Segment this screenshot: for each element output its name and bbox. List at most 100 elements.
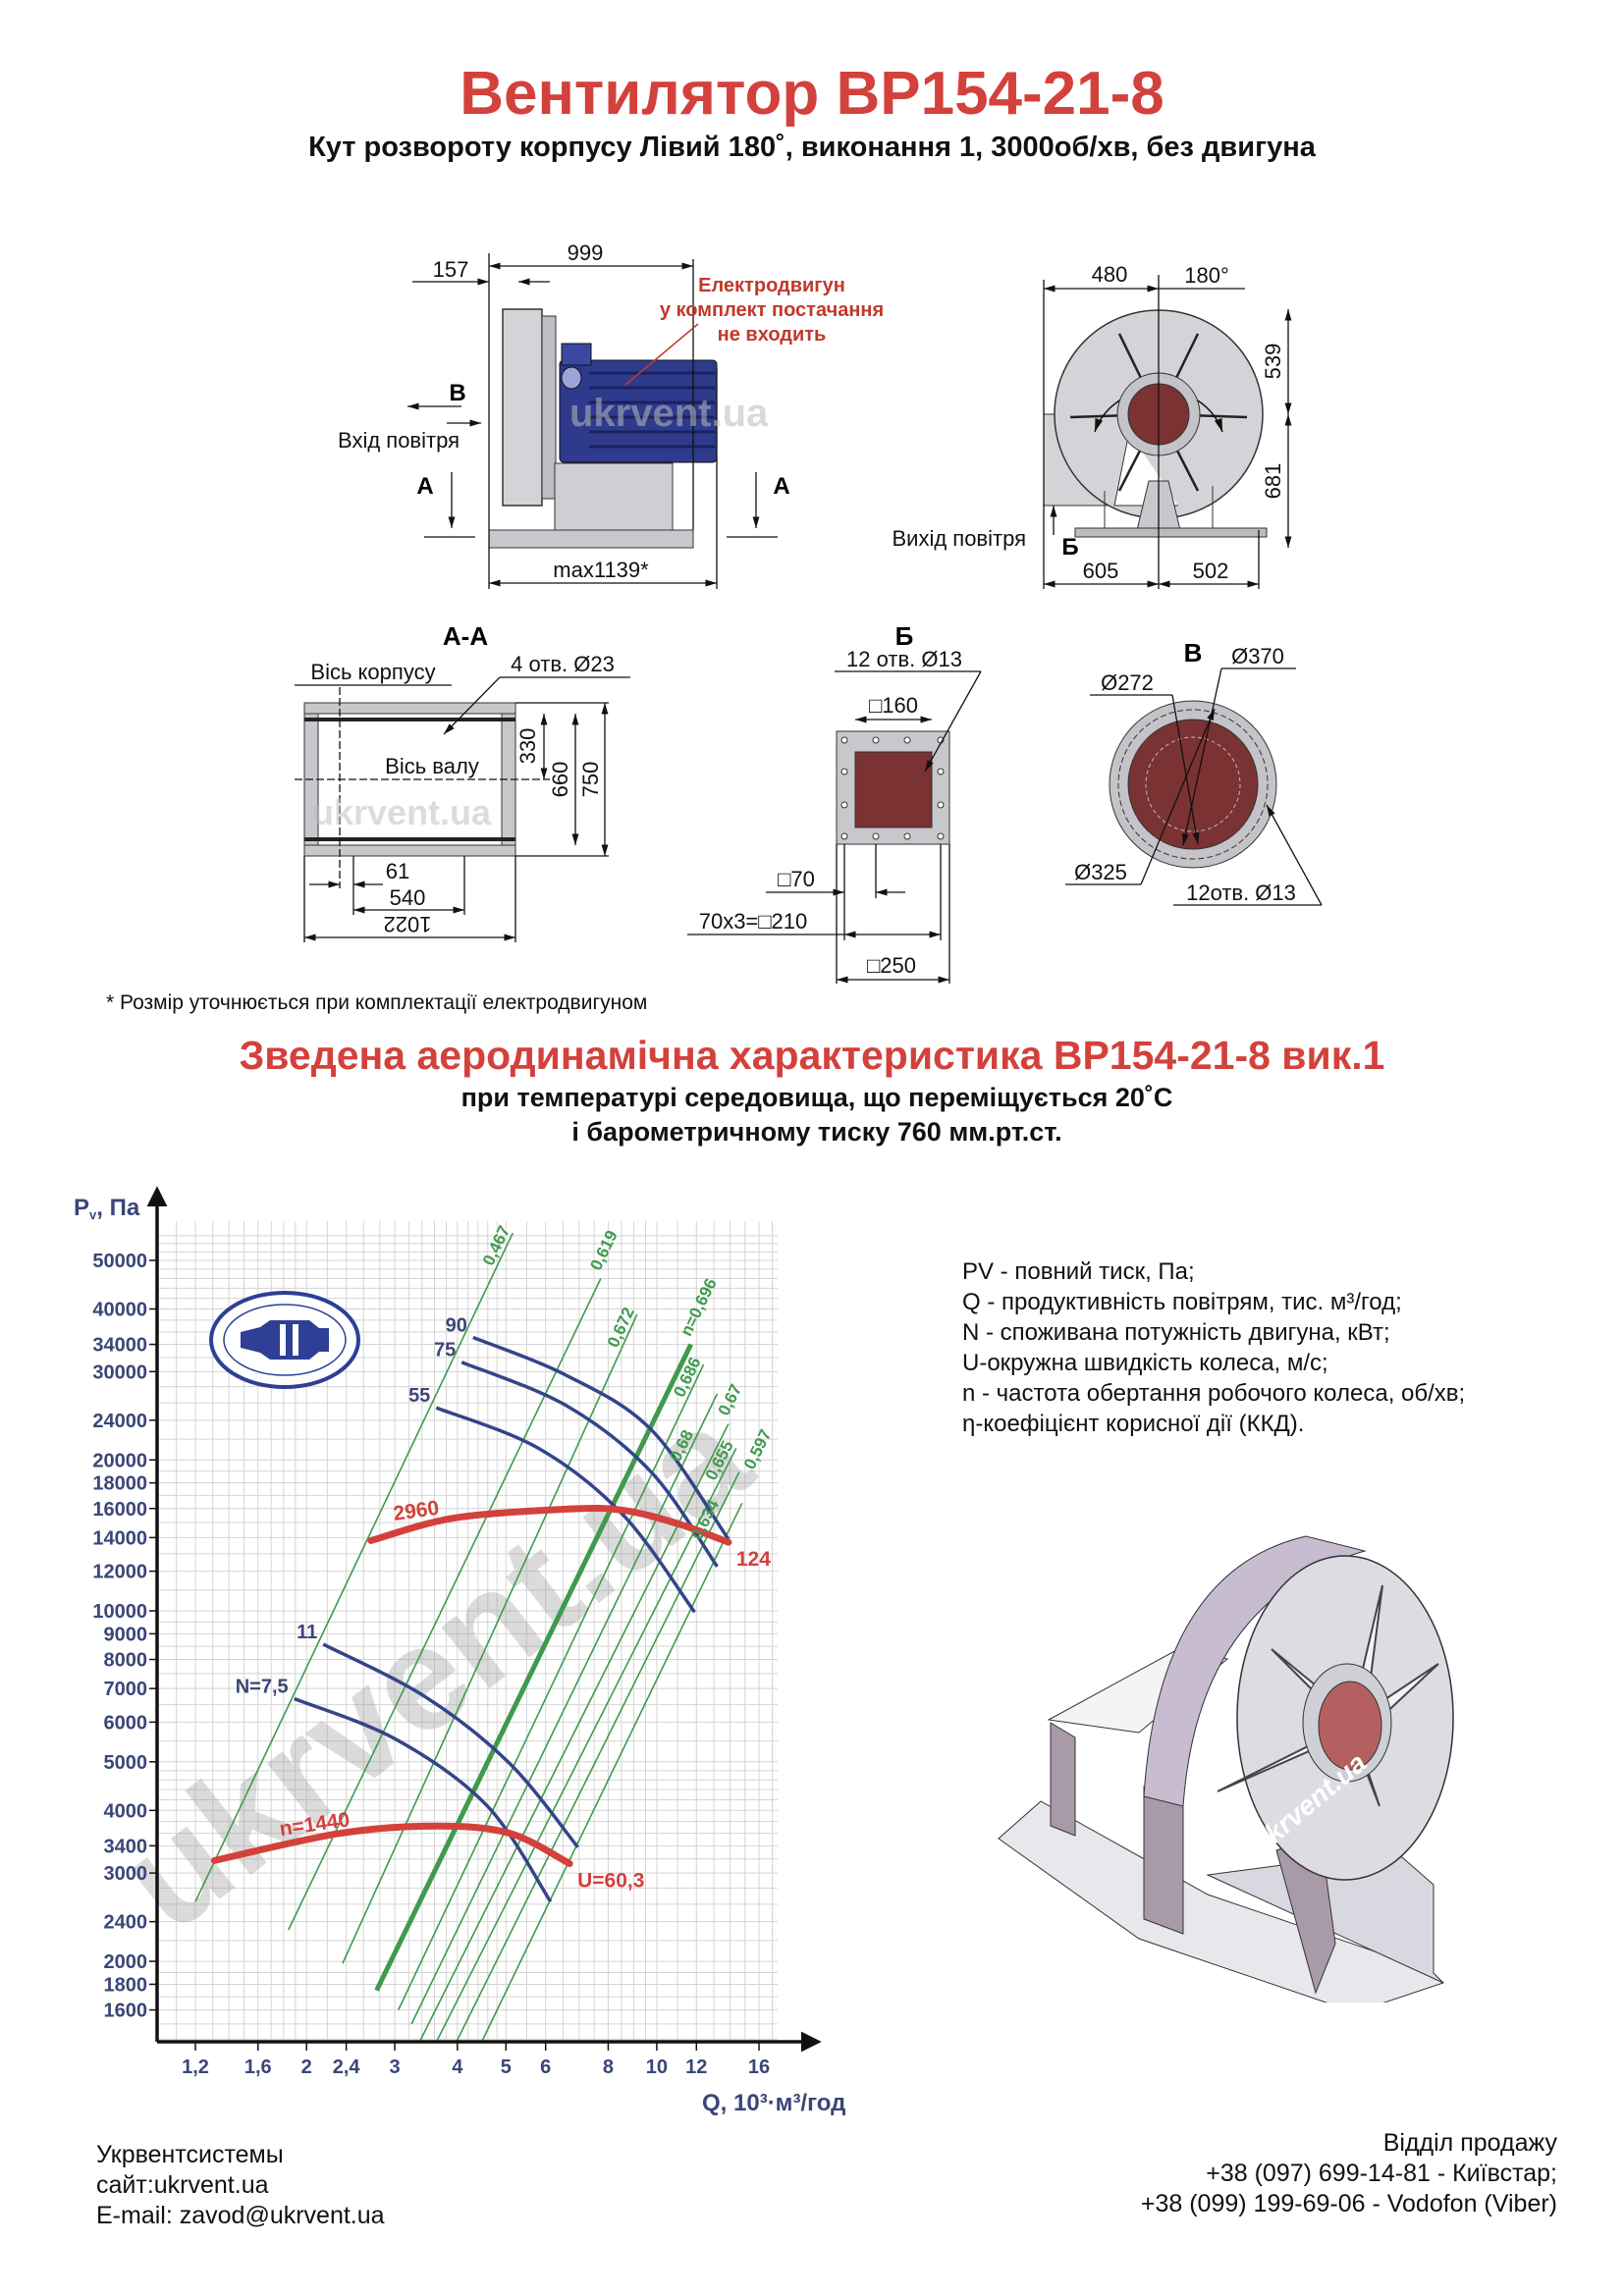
y-tick-label: 34000 — [92, 1335, 147, 1357]
y-tick-label: 9000 — [104, 1624, 148, 1645]
y-tick-label: 4000 — [104, 1800, 148, 1822]
air-outlet-label: Вихід повітря — [892, 526, 1026, 551]
x-tick-label: 4 — [452, 2056, 463, 2078]
watermark: ukrvent.ua — [569, 392, 769, 435]
y-tick-label: 30000 — [92, 1362, 147, 1383]
power-curve — [322, 1642, 579, 1848]
dim-660: 660 — [548, 762, 572, 798]
section-aa: А-А Вісь корпусу 4 отв. Ø23 Вісь валу 33… — [295, 621, 630, 942]
efficiency-line — [480, 1502, 743, 2042]
efficiency-line — [456, 1471, 740, 2042]
y-tick-label: 3400 — [104, 1836, 148, 1857]
pressure-curve-end-label: U=60,3 — [577, 1869, 644, 1892]
y-tick-label: 40000 — [92, 1300, 147, 1321]
y-tick-label: 24000 — [92, 1411, 147, 1432]
inlet-holes-label: 12отв. Ø13 — [1186, 881, 1296, 905]
dim-61: 61 — [386, 859, 409, 883]
efficiency-label: 0,672 — [604, 1305, 638, 1351]
company-email[interactable]: E-mail: zavod@ukrvent.ua — [96, 2202, 385, 2229]
dim-157: 157 — [433, 257, 469, 282]
y-tick-label: 20000 — [92, 1450, 147, 1471]
dim-330: 330 — [515, 728, 540, 765]
y-tick-label: 2000 — [104, 1951, 148, 1973]
y-tick-label: 3000 — [104, 1863, 148, 1885]
legend-u: U-окружна швидкість колеса, м/с; — [962, 1350, 1328, 1376]
y-tick-label: 1600 — [104, 2001, 148, 2022]
sales-phone-1[interactable]: +38 (097) 699-14-81 - Київстар; — [1206, 2160, 1557, 2187]
legend-q: Q - продуктивність повітрям, тис. м³/год… — [962, 1289, 1402, 1315]
footer-sales-info: Відділ продажу +38 (097) 699-14-81 - Киї… — [1141, 2128, 1557, 2219]
power-curve-label: N=7,5 — [236, 1677, 289, 1698]
y-axis-label: Pv, Па — [74, 1195, 140, 1222]
dim-480: 480 — [1092, 262, 1128, 287]
dim-1022: 1022 — [384, 912, 432, 936]
y-tick-label: 1800 — [104, 1974, 148, 1996]
power-curve — [460, 1361, 719, 1568]
efficiency-line — [342, 1313, 638, 1964]
shaft-axis-label: Вісь валу — [385, 754, 479, 778]
y-tick-label: 7000 — [104, 1679, 148, 1700]
dim-605: 605 — [1083, 559, 1119, 583]
view-b-cyr-title: Б — [895, 621, 914, 651]
dim-370: Ø370 — [1231, 644, 1284, 668]
outlet-flange-view: Б 12 отв. Ø13 □160 □70 70х3=□210 □250 — [687, 621, 982, 984]
sales-title: Відділ продажу — [1382, 2129, 1557, 2157]
power-curve — [294, 1696, 553, 1903]
chart-section-subtitle-1: при температурі середовища, що переміщує… — [460, 1083, 1173, 1112]
power-curve-label: 55 — [408, 1385, 430, 1407]
footer-company-info: Укрвентсистемы сайт:ukrvent.ua E-mail: z… — [96, 2140, 385, 2231]
section-a-left: А — [416, 473, 433, 500]
company-site[interactable]: сайт:ukrvent.ua — [96, 2171, 269, 2199]
view-b-marker: В — [449, 380, 465, 406]
section-a-right: А — [773, 473, 789, 500]
inlet-flange-view: В Ø370 Ø272 Ø325 12отв. Ø13 — [1065, 638, 1323, 906]
outlet-holes-label: 12 отв. Ø13 — [846, 647, 962, 671]
y-tick-label: 10000 — [92, 1601, 147, 1623]
efficiency-line — [288, 1278, 602, 1931]
dim-539: 539 — [1261, 344, 1285, 380]
air-inlet-label: Вхід повітря — [338, 428, 460, 453]
y-tick-label: 50000 — [92, 1251, 147, 1272]
legend-n: N - споживана потужність двигуна, кВт; — [962, 1319, 1390, 1346]
x-axis-label: Q, 10³·м³/год — [702, 2090, 845, 2116]
power-curve-label: 75 — [434, 1340, 456, 1362]
power-curve — [435, 1406, 696, 1614]
fan-3d-render: ukrvent.ua — [998, 1535, 1454, 2002]
housing-axis-label: Вісь корпусу — [310, 660, 435, 684]
holes-label: 4 отв. Ø23 — [511, 652, 615, 676]
efficiency-label: 0,619 — [586, 1228, 622, 1274]
power-curve — [472, 1335, 731, 1540]
dim-160: □160 — [869, 693, 918, 718]
pressure-curve — [210, 1822, 573, 1867]
y-tick-label: 16000 — [92, 1499, 147, 1521]
sales-phone-2[interactable]: +38 (099) 199-69-06 - Vodofon (Viber) — [1140, 2190, 1557, 2217]
technical-drawings: 157 999 Електродвигун у комплект постача… — [295, 240, 1323, 984]
chart-section-subtitle-2: і барометричному тиску 760 мм.рт.ст. — [571, 1117, 1062, 1147]
dim-750: 750 — [578, 762, 603, 798]
dim-max1139: max1139* — [553, 558, 649, 582]
x-tick-label: 1,6 — [244, 2056, 272, 2078]
legend-rpm: n - частота обертання робочого колеса, о… — [962, 1380, 1466, 1407]
efficiency-line — [194, 1232, 514, 1902]
x-tick-label: 2,4 — [333, 2056, 361, 2078]
dim-681: 681 — [1261, 463, 1285, 500]
y-tick-label: 2400 — [104, 1912, 148, 1934]
x-tick-label: 8 — [603, 2056, 614, 2078]
dim-540: 540 — [390, 885, 426, 910]
front-view: 480 180° 539 681 Вихід повітря Б 605 502 — [892, 262, 1292, 589]
view-b-cyr-marker: Б — [1061, 534, 1078, 561]
x-tick-label: 16 — [748, 2056, 770, 2078]
dim-70: □70 — [778, 867, 815, 891]
side-view: 157 999 Електродвигун у комплект постача… — [338, 240, 884, 589]
x-tick-label: 1,2 — [182, 2056, 209, 2078]
power-curve-label: 11 — [297, 1622, 317, 1643]
dim-325: Ø325 — [1074, 860, 1127, 884]
efficiency-label: 0,467 — [479, 1223, 514, 1269]
x-tick-label: 3 — [390, 2056, 401, 2078]
page-title: Вентилятор ВР154-21-8 — [460, 60, 1164, 128]
legend-eta: η-коефіцієнт корисної дії (ККД). — [962, 1411, 1305, 1437]
y-tick-label: 5000 — [104, 1752, 148, 1774]
